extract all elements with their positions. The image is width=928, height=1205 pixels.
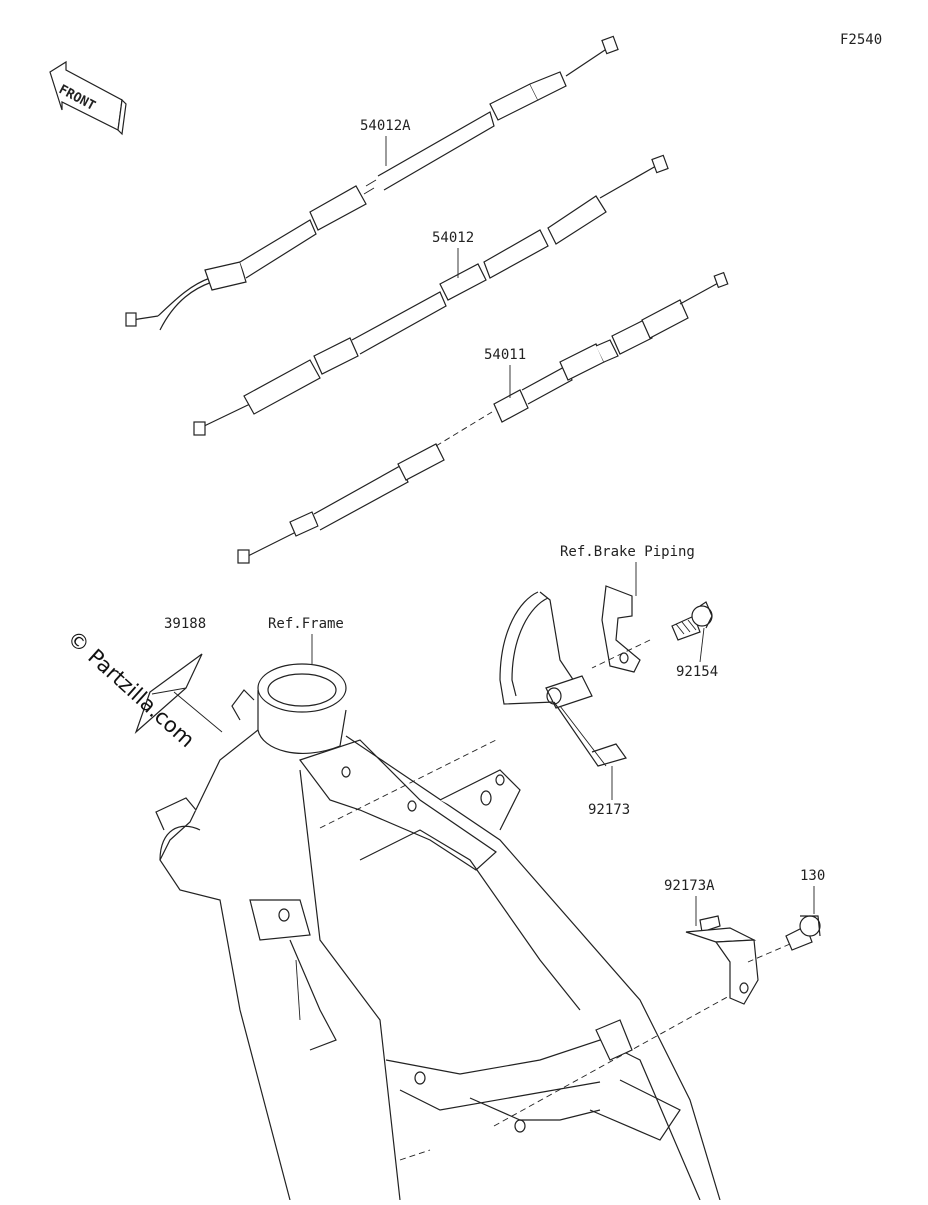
cable-54011 (237, 271, 729, 564)
frame-outline (155, 663, 741, 1201)
label-54012: 54012 (432, 230, 474, 246)
label-92154: 92154 (676, 664, 718, 680)
label-92173a: 92173A (664, 878, 715, 894)
label-39188: 39188 (164, 616, 206, 632)
label-130: 130 (800, 868, 825, 884)
front-arrow-icon: FRONT (49, 60, 127, 136)
label-92173: 92173 (588, 802, 630, 818)
clamp-92173a (685, 915, 759, 1005)
label-54012a: 54012A (360, 118, 411, 134)
bolt-130-icon (785, 915, 821, 951)
label-54011: 54011 (484, 347, 526, 363)
brake-piping-bracket (499, 585, 641, 767)
label-ref-brake-piping: Ref.Brake Piping (560, 544, 695, 560)
diagram-code: F2540 (840, 32, 882, 48)
cable-54012a (125, 35, 619, 331)
cable-54012 (193, 154, 669, 436)
bolt-92154-icon (671, 601, 713, 641)
grommet-39188 (134, 653, 203, 734)
label-ref-frame: Ref.Frame (268, 616, 344, 632)
